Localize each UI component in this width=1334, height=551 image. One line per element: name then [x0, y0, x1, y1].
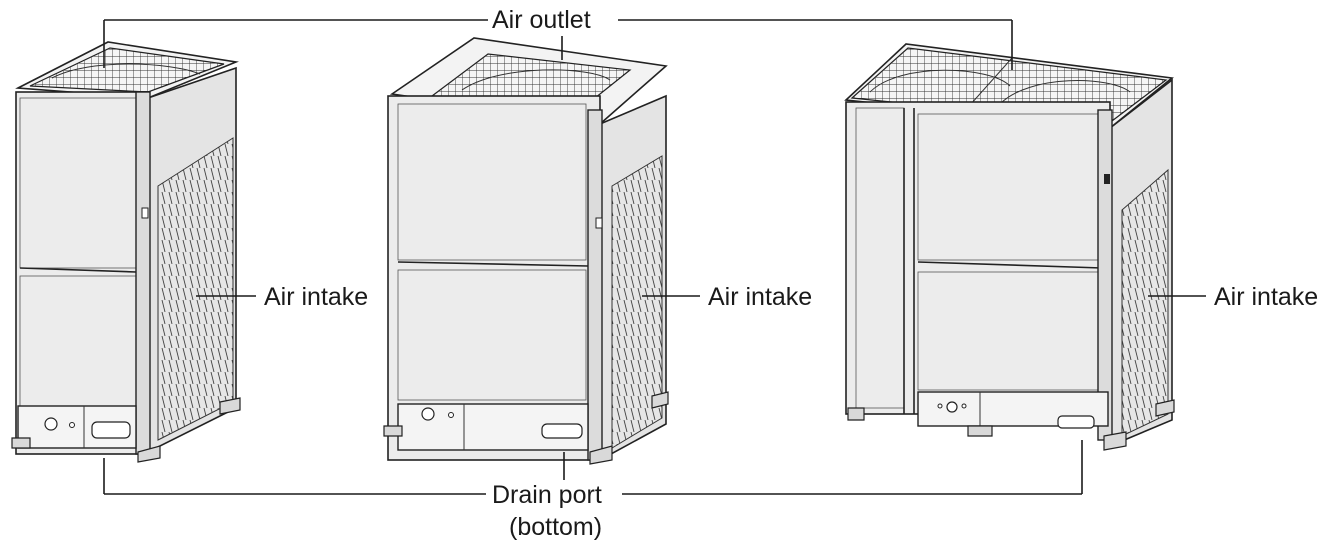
outdoor-unit-medium [383, 37, 669, 465]
unit1-front-panel [15, 91, 149, 455]
air-intake-label-1: Air intake [264, 283, 369, 311]
air-intake-label-3: Air intake [1214, 283, 1319, 311]
unit3-front-panel [845, 101, 1111, 415]
drain-port-bottom-label: (bottom) [509, 513, 603, 541]
outdoor-unit-small [11, 41, 241, 463]
air-outlet-label: Air outlet [492, 6, 591, 34]
unit1-intake-fins [157, 137, 234, 441]
unit3-intake-fins [1121, 168, 1169, 437]
unit2-intake-fins [611, 155, 663, 449]
drain-port-label: Drain port [492, 481, 602, 509]
air-intake-label-2: Air intake [708, 283, 813, 311]
unit1-outlet-grille [29, 47, 225, 93]
unit2-front-panel [387, 95, 601, 461]
outdoor-unit-large [844, 43, 1175, 451]
drain-port-leader-lines [103, 440, 1083, 495]
air-outlet-leader-lines [103, 19, 1013, 70]
